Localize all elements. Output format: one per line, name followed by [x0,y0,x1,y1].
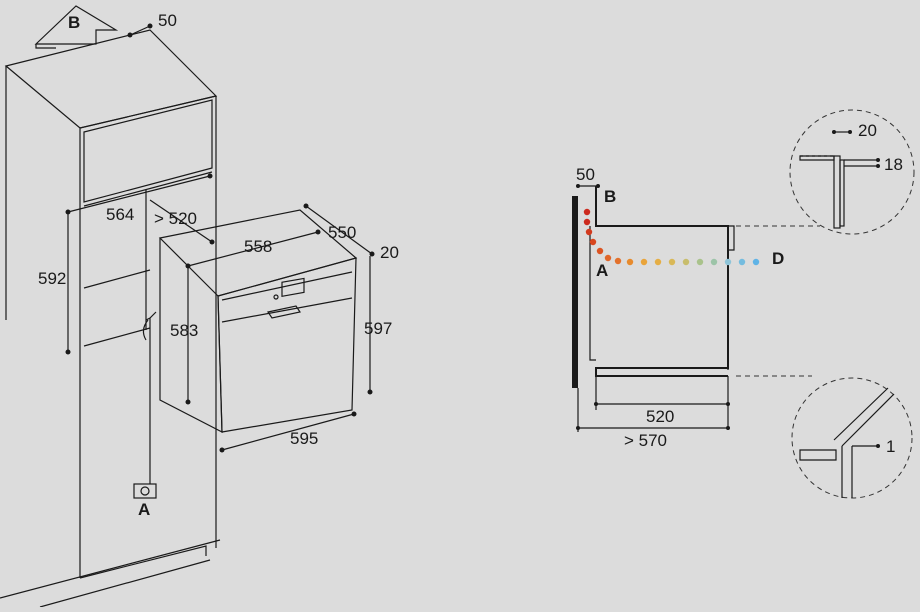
dim-front-thickness: 20 [380,243,399,262]
dim-niche-height: 592 [38,269,66,288]
detail-dim-18: 18 [884,155,903,174]
tall-cabinet: B 50 564 > 520 592 [0,5,221,608]
dim-niche-width: 564 [106,205,134,224]
dim-side-depth: 520 [646,407,674,426]
dim-niche-depth: > 520 [154,209,197,228]
detail-top: 20 18 [789,109,915,235]
socket-label-a: A [138,500,150,519]
dim-front-height: 597 [364,319,392,338]
detail-dim-1: 1 [886,437,895,456]
power-socket-icon [133,483,157,499]
side-label-a: A [596,261,608,280]
detail-bottom: 1 [791,377,913,499]
dim-appliance-width-top: 558 [244,237,272,256]
display-panel [281,277,305,297]
exhaust-arrow-b [34,5,119,49]
side-label-b: B [604,187,616,206]
dim-appliance-depth: 550 [328,223,356,242]
dim-top-gap: 50 [158,11,177,30]
dim-appliance-height: 583 [170,321,198,340]
airflow-path [583,208,760,266]
rear-wall [572,196,578,388]
dim-side-top-gap: 50 [576,165,595,184]
appliance-isometric: 558 550 20 583 597 595 [158,203,399,453]
side-section-view: 50 B A D [572,165,820,450]
dim-front-width: 595 [290,429,318,448]
detail-dim-20: 20 [858,121,877,140]
arrow-label-b: B [68,13,80,32]
side-label-d: D [772,249,784,268]
dim-side-depth-min: > 570 [624,431,667,450]
